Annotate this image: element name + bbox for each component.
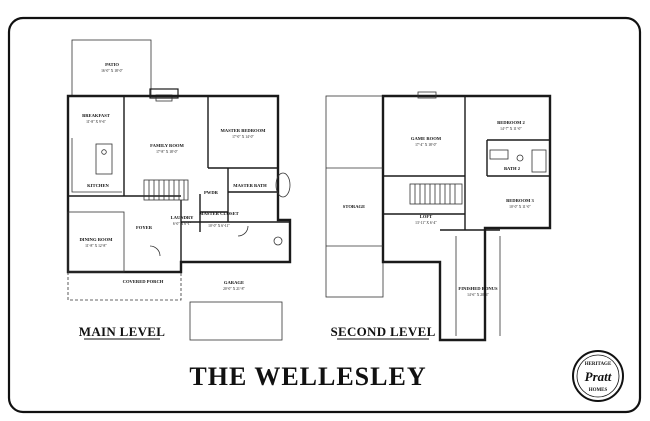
covered-porch-label: COVERED PORCH bbox=[123, 279, 164, 284]
loft-label: LOFT bbox=[420, 214, 433, 219]
patio-label: PATIO bbox=[105, 62, 119, 67]
covered-porch bbox=[67, 272, 182, 301]
bedroom-2-label: BEDROOM 2 bbox=[497, 120, 525, 125]
master-bath-label: MASTER BATH bbox=[233, 183, 267, 188]
finished-bonus-label: FINISHED BONUS bbox=[458, 286, 498, 291]
patio-dims: 16'-0" X 18'-0" bbox=[101, 69, 123, 73]
foyer-label: FOYER bbox=[136, 225, 153, 230]
main-level-heading: MAIN LEVEL bbox=[79, 324, 165, 339]
master-bath-label-text: MASTER BATH bbox=[233, 183, 267, 188]
water-heater bbox=[273, 236, 283, 246]
door-swing bbox=[149, 245, 161, 257]
storage-label: STORAGE bbox=[343, 204, 365, 209]
breakfast-label: BREAKFAST bbox=[82, 113, 110, 118]
plan-title: THE WELLESLEY bbox=[189, 362, 426, 391]
second-level-plan bbox=[325, 91, 552, 342]
game-room-label: GAME ROOM bbox=[411, 136, 442, 141]
finished-bonus-dims: 14'-6" X 20'-6" bbox=[467, 293, 489, 297]
master-bedroom-dims: 17'-0" X 14'-0" bbox=[232, 135, 254, 139]
second-stairs bbox=[409, 183, 463, 205]
laundry-label: LAUNDRY bbox=[171, 215, 194, 220]
logo-sub-text: HOMES bbox=[589, 388, 608, 393]
dining-room-label: DINING ROOM bbox=[79, 237, 113, 242]
main-level-plan bbox=[66, 39, 292, 341]
logo-top-text: HERITAGE bbox=[585, 362, 612, 367]
door-swing-2 bbox=[237, 225, 249, 237]
breakfast-dims: 11'-8" X 9'-6" bbox=[86, 120, 106, 124]
bath2-toilet bbox=[516, 154, 524, 162]
bath-2-label: BATH 2 bbox=[504, 166, 521, 171]
bedroom-3-label: BEDROOM 3 bbox=[506, 198, 534, 203]
dining-room-outline bbox=[67, 211, 125, 273]
kitchen-counter bbox=[71, 138, 122, 193]
fireplace bbox=[149, 88, 179, 99]
bonus-roof-lines bbox=[455, 236, 501, 336]
bedroom-3-dims: 10'-0" X 11'-0" bbox=[509, 205, 531, 209]
garage-label: GARAGE bbox=[224, 280, 244, 285]
main-level-labels: PATIO 16'-0" X 18'-0" BREAKFAST 11'-8" X… bbox=[79, 62, 267, 340]
second-house-walls bbox=[381, 94, 552, 342]
main-stairs bbox=[143, 179, 189, 201]
kitchen-island bbox=[95, 143, 113, 175]
storage-outline bbox=[326, 167, 383, 247]
bath2-vanity bbox=[489, 149, 509, 160]
garage-door bbox=[189, 301, 283, 341]
bath2-tub bbox=[531, 149, 547, 173]
bedroom-2-dims: 14'-7" X 11'-0" bbox=[500, 127, 522, 131]
kitchen-label: KITCHEN bbox=[87, 183, 109, 188]
master-closet-label: MASTER CLOSET bbox=[199, 211, 238, 216]
second-level-heading: SECOND LEVEL bbox=[330, 324, 435, 339]
chimney-top bbox=[417, 91, 437, 99]
master-tub bbox=[275, 172, 291, 198]
family-room-label: FAMILY ROOM bbox=[150, 143, 184, 148]
master-bedroom-label: MASTER BEDROOM bbox=[220, 128, 266, 133]
laundry-dims: 6'-0" X 6'-1" bbox=[173, 222, 192, 226]
powder-room-label: PWDR bbox=[204, 190, 219, 195]
sheet-border bbox=[7, 16, 642, 414]
second-interior-walls bbox=[383, 96, 550, 231]
loft-dims: 13'-11" X 6'-4" bbox=[415, 221, 437, 225]
heritage-pratt-homes-logo: HERITAGE Pratt HOMES bbox=[572, 350, 624, 402]
sink bbox=[101, 149, 107, 155]
logo-name-text: Pratt bbox=[585, 369, 612, 384]
game-room-dims: 17'-4" X 18'-0" bbox=[415, 143, 437, 147]
dining-room-dims: 11'-8" X 12'-8" bbox=[85, 244, 107, 248]
second-level-labels: GAME ROOM 17'-4" X 18'-0" BEDROOM 2 14'-… bbox=[330, 120, 535, 340]
family-room-dims: 17'-8" X 18'-0" bbox=[156, 150, 178, 154]
garage-dims: 20'-0" X 21'-8" bbox=[223, 287, 245, 291]
main-interior-walls bbox=[68, 96, 290, 262]
master-closet-dims: 10'-0" X 6'-11" bbox=[208, 224, 230, 228]
